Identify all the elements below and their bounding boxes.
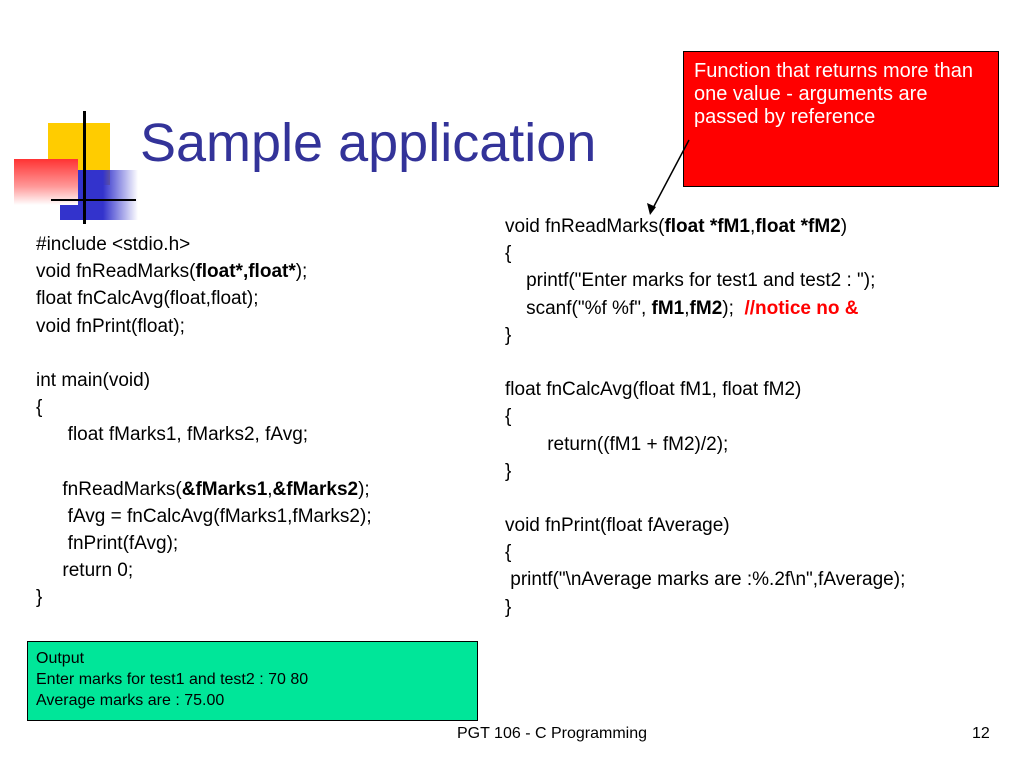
footer-course-title: PGT 106 - C Programming <box>457 725 647 742</box>
code-segment: } <box>505 460 512 482</box>
code-segment: , <box>749 216 756 237</box>
code-line: fnReadMarks(&fMarks1,&fMarks2); <box>36 476 372 503</box>
code-line: fAvg = fnCalcAvg(fMarks1,fMarks2); <box>36 503 372 530</box>
code-line: float fMarks1, fMarks2, fAvg; <box>36 421 372 448</box>
code-segment: , <box>684 297 690 319</box>
code-line: } <box>36 584 372 611</box>
code-segment: , <box>267 478 273 500</box>
slide-title: Sample application <box>140 113 597 173</box>
code-segment: { <box>36 397 43 419</box>
code-line: { <box>36 394 372 421</box>
code-segment: } <box>505 324 512 346</box>
code-line <box>505 349 905 376</box>
slide-number: 12 <box>972 725 990 742</box>
code-segment: float fnCalcAvg(float,float); <box>36 288 259 310</box>
main-program-code: #include <stdio.h>void fnReadMarks(float… <box>36 231 372 612</box>
output-line-2: Average marks are : 75.00 <box>36 692 225 709</box>
code-line: void fnPrint(float fAverage) <box>505 512 905 539</box>
code-comment: //notice no & <box>744 297 859 319</box>
code-segment: return((fM1 + fM2)/2); <box>505 433 729 455</box>
code-segment: scanf("%f %f", <box>505 297 652 319</box>
code-line: } <box>505 322 905 349</box>
code-line: } <box>505 594 905 621</box>
code-segment: { <box>505 406 512 428</box>
deco-red-square <box>14 159 78 205</box>
code-line: void fnReadMarks(float*,float*); <box>36 258 372 285</box>
callout-box: Function that returns more than one valu… <box>683 51 999 187</box>
code-segment: } <box>505 596 512 618</box>
code-segment: fM1 <box>651 297 685 319</box>
code-segment: ) <box>840 216 848 237</box>
code-line: printf("Enter marks for test1 and test2 … <box>505 267 905 294</box>
code-line: scanf("%f %f", fM1,fM2); //notice no & <box>505 295 905 322</box>
code-line: printf("\nAverage marks are :%.2f\n",fAv… <box>505 566 905 593</box>
code-segment: printf("\nAverage marks are :%.2f\n",fAv… <box>505 569 906 591</box>
code-segment: int main(void) <box>36 369 151 391</box>
code-segment: float *fM2 <box>755 216 841 237</box>
deco-horizontal-line <box>51 199 136 201</box>
output-box: Output Enter marks for test1 and test2 :… <box>27 641 478 721</box>
code-segment: &fMarks2 <box>272 478 359 500</box>
code-segment: void fnReadMarks( <box>36 261 196 283</box>
code-segment: ); <box>295 261 308 283</box>
code-line: } <box>505 458 905 485</box>
code-line <box>505 485 905 512</box>
code-line: float fnCalcAvg(float fM1, float fM2) <box>505 376 905 403</box>
output-heading: Output <box>36 650 85 667</box>
code-segment: fnReadMarks( <box>36 478 182 500</box>
code-segment: void fnReadMarks( <box>505 216 665 237</box>
code-line: fnPrint(fAvg); <box>36 530 372 557</box>
code-segment: } <box>36 587 43 609</box>
code-segment: void fnPrint(float); <box>36 315 185 337</box>
code-segment: fM2 <box>689 297 723 319</box>
code-segment: return 0; <box>36 560 134 582</box>
code-line <box>36 340 372 367</box>
code-segment: fnPrint(fAvg); <box>36 533 179 555</box>
code-segment: void fnPrint(float fAverage) <box>505 515 730 537</box>
deco-vertical-line <box>83 111 86 224</box>
code-line: { <box>505 539 905 566</box>
code-segment: #include <stdio.h> <box>36 234 191 255</box>
code-segment: fAvg = fnCalcAvg(fMarks1,fMarks2); <box>36 505 372 527</box>
code-line: return 0; <box>36 557 372 584</box>
code-segment: ); <box>722 297 745 319</box>
code-segment: printf("Enter marks for test1 and test2 … <box>505 270 876 292</box>
code-line: void fnReadMarks(float *fM1,float *fM2) <box>505 213 905 240</box>
code-segment: float *fM1 <box>664 216 750 237</box>
code-segment: float*,float* <box>195 261 296 283</box>
function-definitions-code: void fnReadMarks(float *fM1,float *fM2){… <box>505 213 905 621</box>
code-segment: { <box>505 243 512 265</box>
code-line: #include <stdio.h> <box>36 231 372 258</box>
output-line-1: Enter marks for test1 and test2 : 70 80 <box>36 671 309 688</box>
code-line: { <box>505 240 905 267</box>
code-line: { <box>505 403 905 430</box>
code-segment: float fnCalcAvg(float fM1, float fM2) <box>505 379 802 401</box>
code-line: int main(void) <box>36 367 372 394</box>
code-line: void fnPrint(float); <box>36 313 372 340</box>
code-segment: float fMarks1, fMarks2, fAvg; <box>36 424 309 446</box>
code-line: float fnCalcAvg(float,float); <box>36 285 372 312</box>
code-segment: &fMarks1 <box>181 478 268 500</box>
code-line: return((fM1 + fM2)/2); <box>505 431 905 458</box>
code-segment: ); <box>358 478 370 500</box>
code-line <box>36 449 372 476</box>
code-segment: { <box>505 542 512 564</box>
